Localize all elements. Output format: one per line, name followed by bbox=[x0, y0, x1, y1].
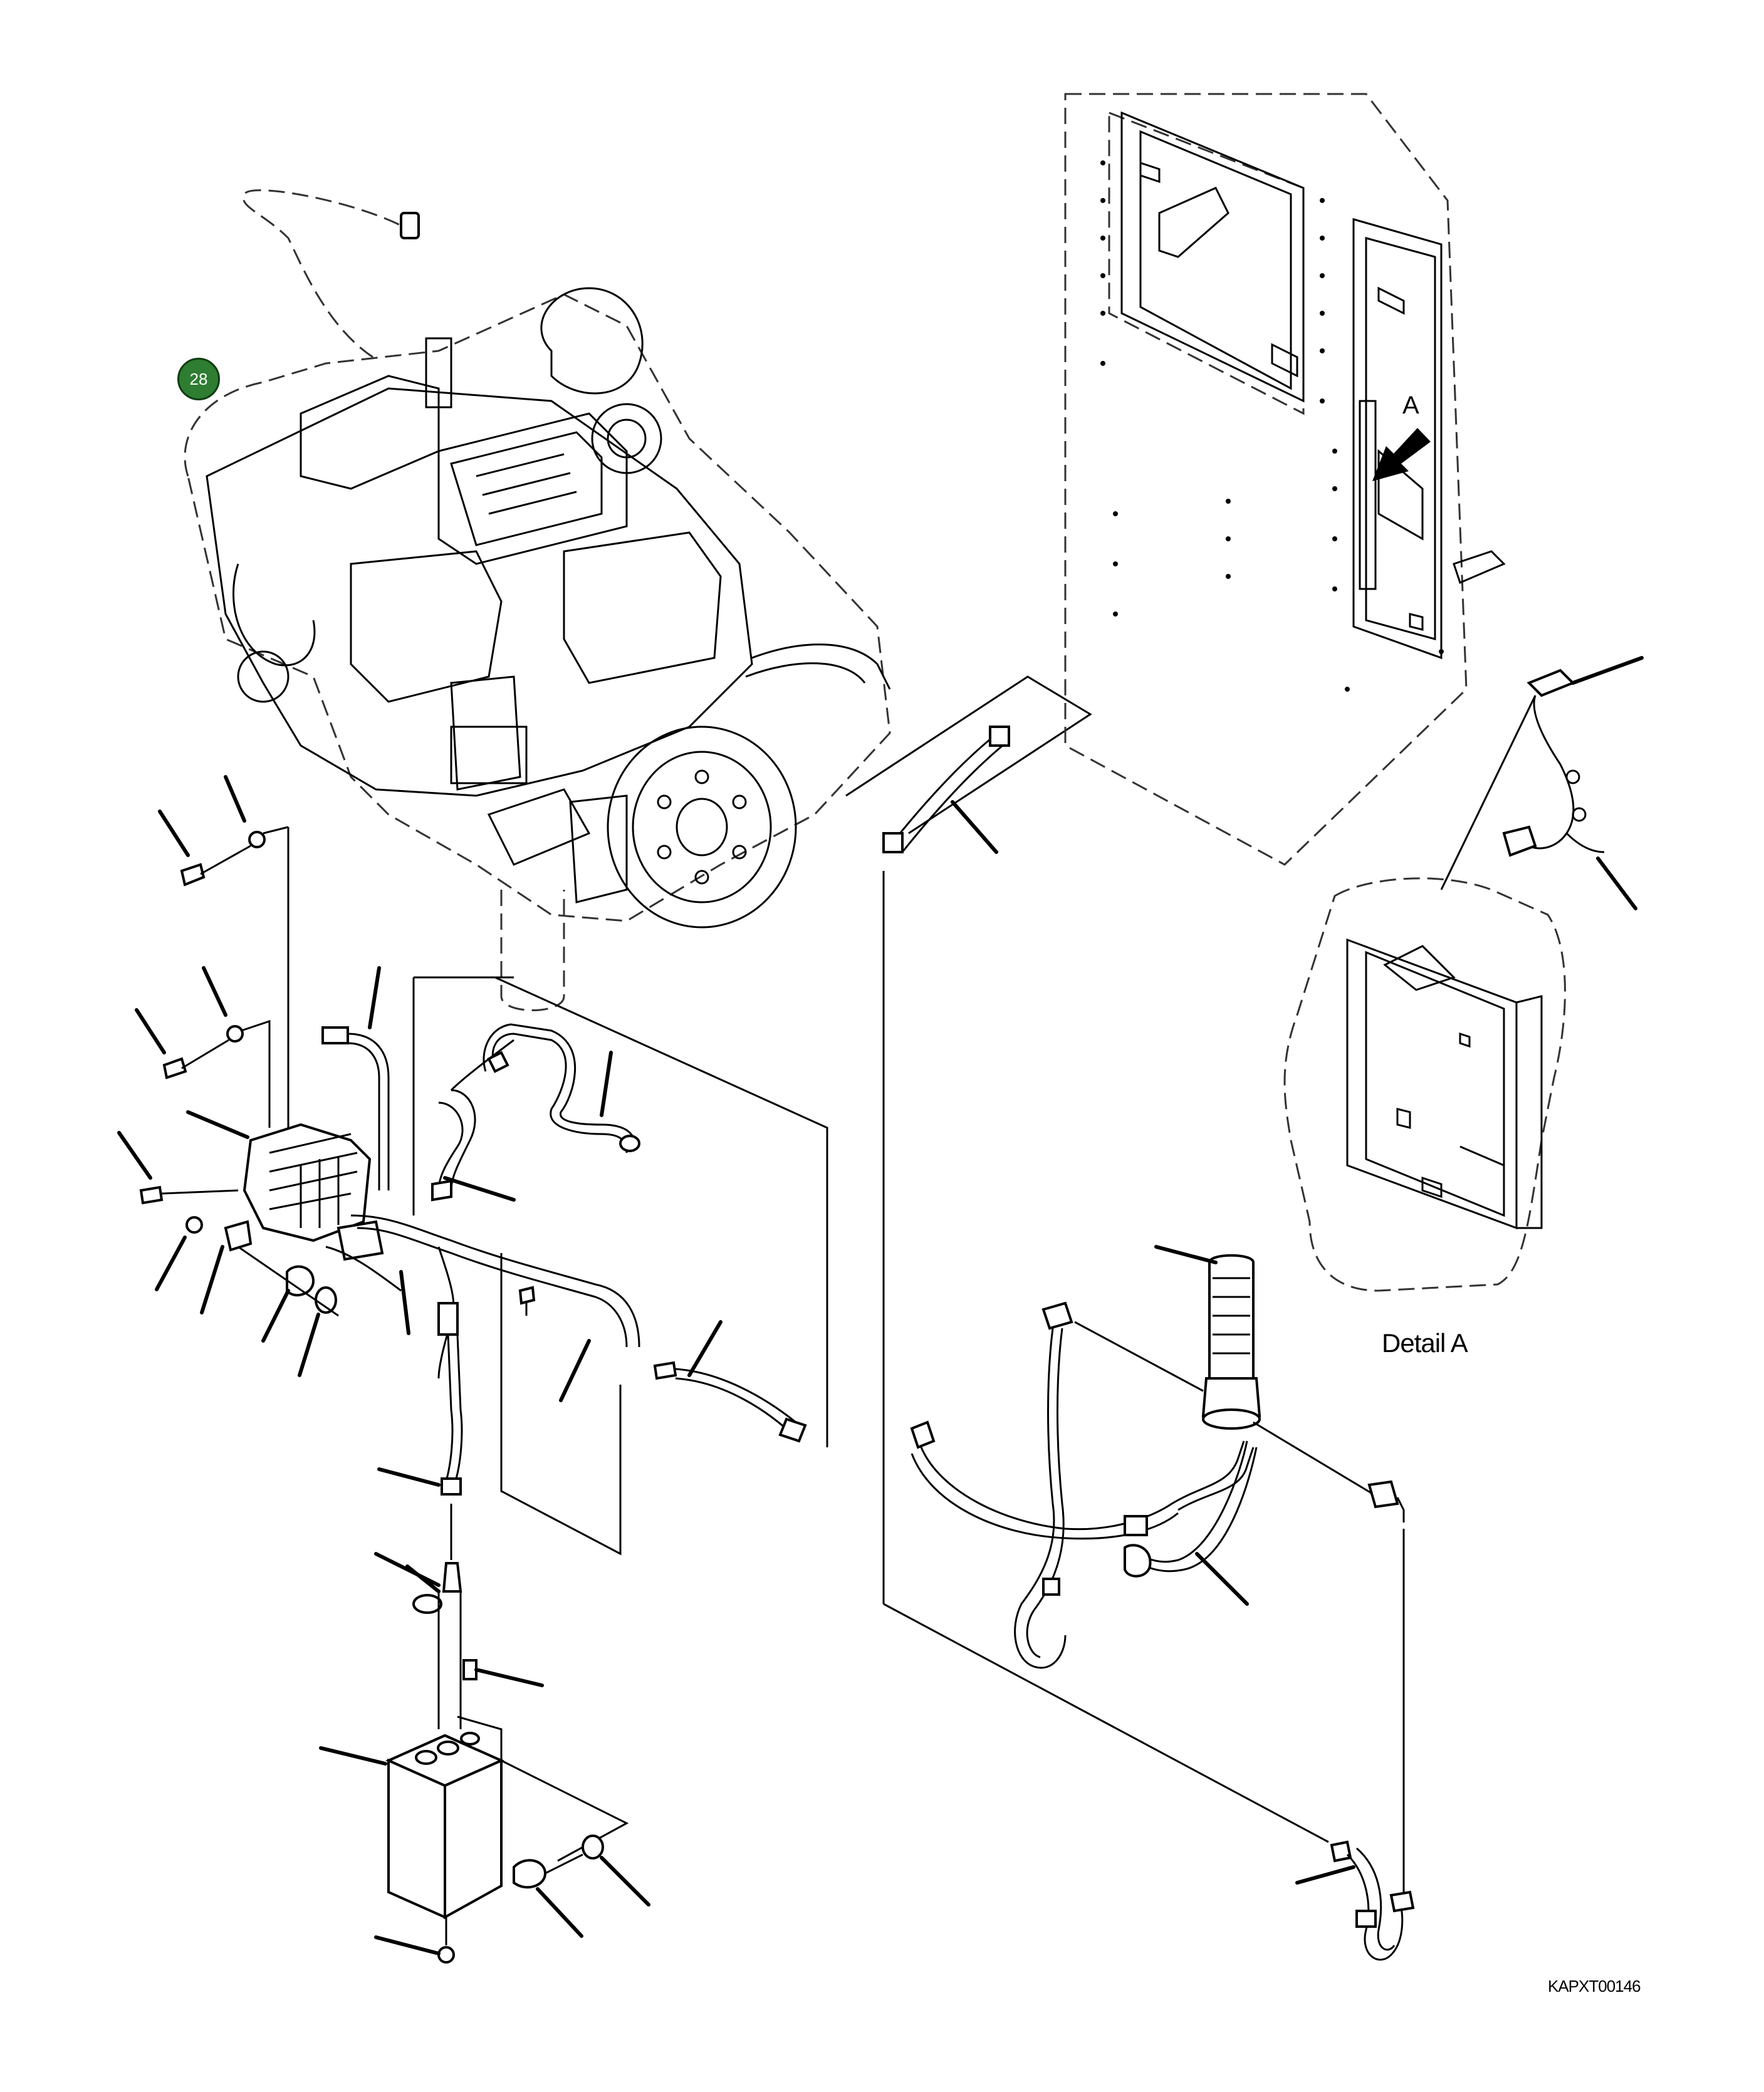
detail-a-view bbox=[1283, 877, 1566, 1292]
cab-sensor-harness[interactable] bbox=[1440, 656, 1644, 910]
fuel-filter[interactable] bbox=[1074, 1245, 1379, 1499]
heater-pump-unit[interactable] bbox=[186, 1110, 384, 1261]
fuel-hose-loop[interactable] bbox=[321, 966, 828, 1447]
cab-frame-panel bbox=[1064, 93, 1506, 866]
bolt-group-mid[interactable] bbox=[135, 966, 271, 1128]
level-sensor[interactable] bbox=[374, 1302, 463, 1729]
view-arrow-letter: A bbox=[1402, 392, 1419, 419]
bolt-group-lower[interactable] bbox=[117, 1131, 339, 1377]
wire-harness-main[interactable] bbox=[325, 1039, 640, 1402]
breather-hose[interactable] bbox=[845, 675, 1092, 854]
detail-view-label: Detail A bbox=[1382, 1328, 1468, 1358]
coolant-hose-long[interactable] bbox=[500, 1253, 807, 1556]
view-arrow bbox=[1372, 428, 1431, 481]
fuel-tank[interactable] bbox=[319, 1659, 650, 1964]
callout-badge[interactable]: 28 bbox=[177, 358, 220, 400]
panel-bolt-holes bbox=[1100, 160, 1444, 692]
drawing-code: KAPXT00146 bbox=[1548, 1977, 1641, 1996]
fuel-hose-assembly[interactable] bbox=[910, 1301, 1405, 1669]
return-hose-bottom[interactable] bbox=[882, 871, 1415, 1961]
engine-assembly[interactable] bbox=[184, 189, 891, 1011]
